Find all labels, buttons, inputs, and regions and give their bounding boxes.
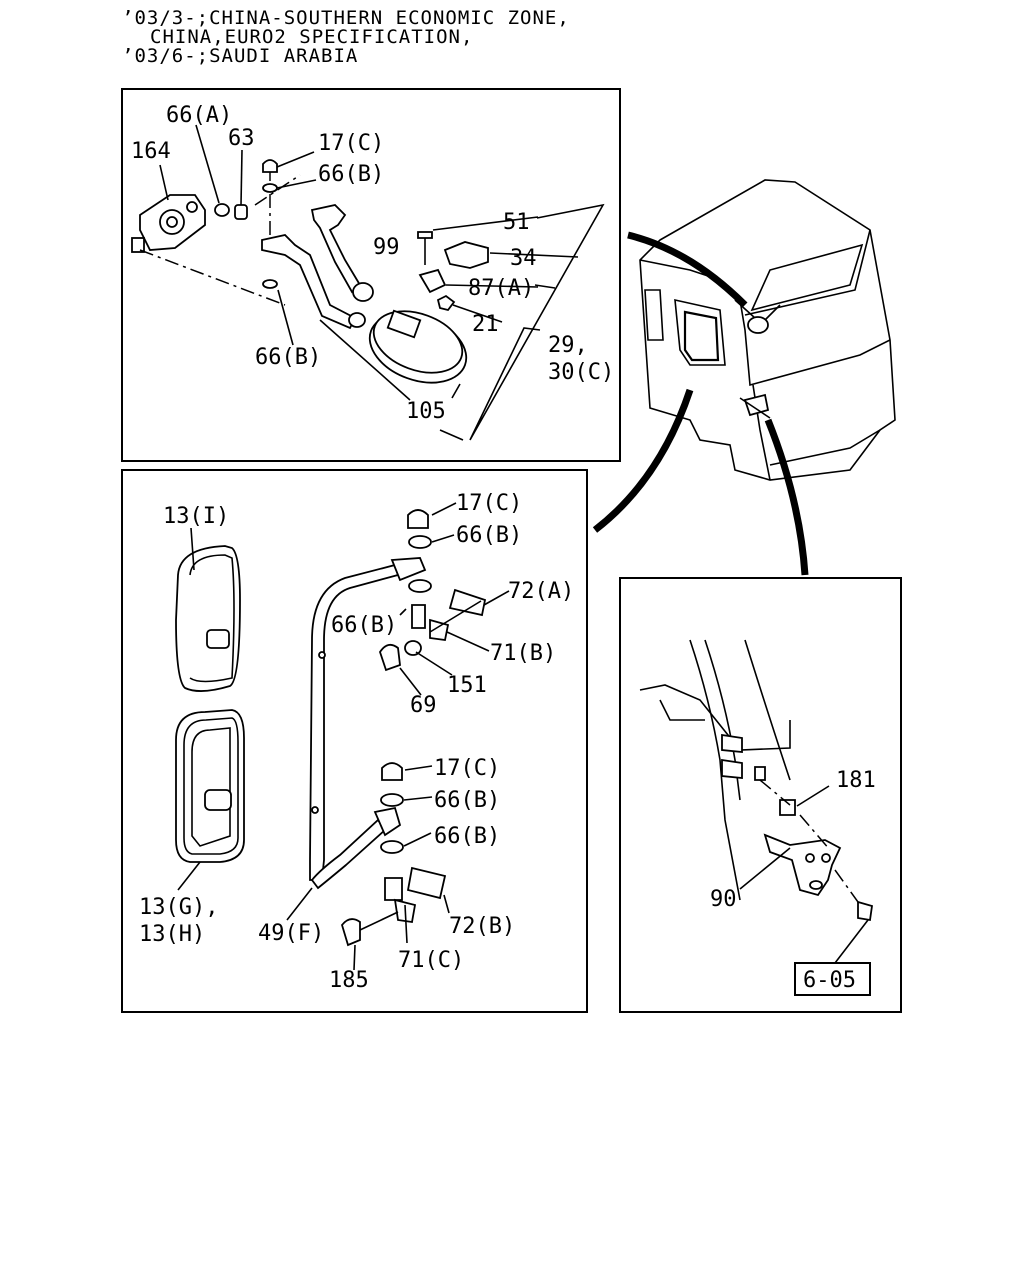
ref-6-05: 6-05 — [803, 968, 856, 993]
callout-51: 51 — [503, 210, 530, 235]
callout-30c: 30(C) — [548, 360, 614, 385]
callout-151: 151 — [447, 673, 487, 698]
callout-21: 21 — [472, 312, 499, 337]
panel-top-callouts: 66(A) 63 164 17(C) 66(B) 99 51 34 87(A) … — [131, 103, 614, 424]
callout-66b-top: 66(B) — [318, 162, 384, 187]
callout-72b: 72(B) — [449, 914, 515, 939]
callout-34: 34 — [510, 246, 537, 271]
callout-66b-2: 66(B) — [331, 613, 397, 638]
callout-90: 90 — [710, 887, 737, 912]
vehicle-overview — [592, 179, 896, 576]
callout-63: 63 — [228, 126, 255, 151]
callout-72a: 72(A) — [508, 579, 574, 604]
callout-13g: 13(G), — [139, 895, 218, 920]
callout-185: 185 — [329, 968, 369, 993]
ref-box — [794, 962, 871, 996]
callout-66b-bottom: 66(B) — [255, 345, 321, 370]
panel-left-drawing — [175, 502, 510, 971]
callout-66b-3: 66(B) — [434, 788, 500, 813]
panel-top-frame — [121, 88, 621, 462]
header-line-1: ’03/3-;CHINA-SOUTHERN ECONOMIC ZONE, — [122, 7, 570, 29]
callout-13h: 13(H) — [139, 922, 205, 947]
callout-105: 105 — [406, 399, 446, 424]
callout-29: 29, — [548, 333, 588, 358]
callout-181: 181 — [836, 768, 876, 793]
panel-right-drawing — [639, 639, 874, 964]
callout-13i: 13(I) — [163, 504, 229, 529]
callout-164: 164 — [131, 139, 171, 164]
callout-17c-upper: 17(C) — [456, 491, 522, 516]
panel-right-frame — [619, 577, 902, 1013]
panel-top-drawing — [131, 124, 605, 441]
callout-66b-1: 66(B) — [456, 523, 522, 548]
callout-17c: 17(C) — [318, 131, 384, 156]
callout-87a: 87(A) — [468, 276, 534, 301]
callout-71b: 71(B) — [490, 641, 556, 666]
header-line-3: ’03/6-;SAUDI ARABIA — [122, 45, 358, 67]
panel-right-callouts: 181 90 6-05 — [710, 768, 876, 996]
panel-left-frame — [121, 469, 588, 1013]
header-line-2: CHINA,EURO2 SPECIFICATION, — [150, 26, 473, 48]
callout-69: 69 — [410, 693, 437, 718]
callout-17c-lower: 17(C) — [434, 756, 500, 781]
panel-left-callouts: 13(I) 17(C) 66(B) 72(A) 66(B) 71(B) 151 … — [139, 491, 574, 993]
callout-49f: 49(F) — [258, 921, 324, 946]
callout-66a: 66(A) — [166, 103, 232, 128]
callout-66b-4: 66(B) — [434, 824, 500, 849]
callout-99: 99 — [373, 235, 400, 260]
callout-71c: 71(C) — [398, 948, 464, 973]
